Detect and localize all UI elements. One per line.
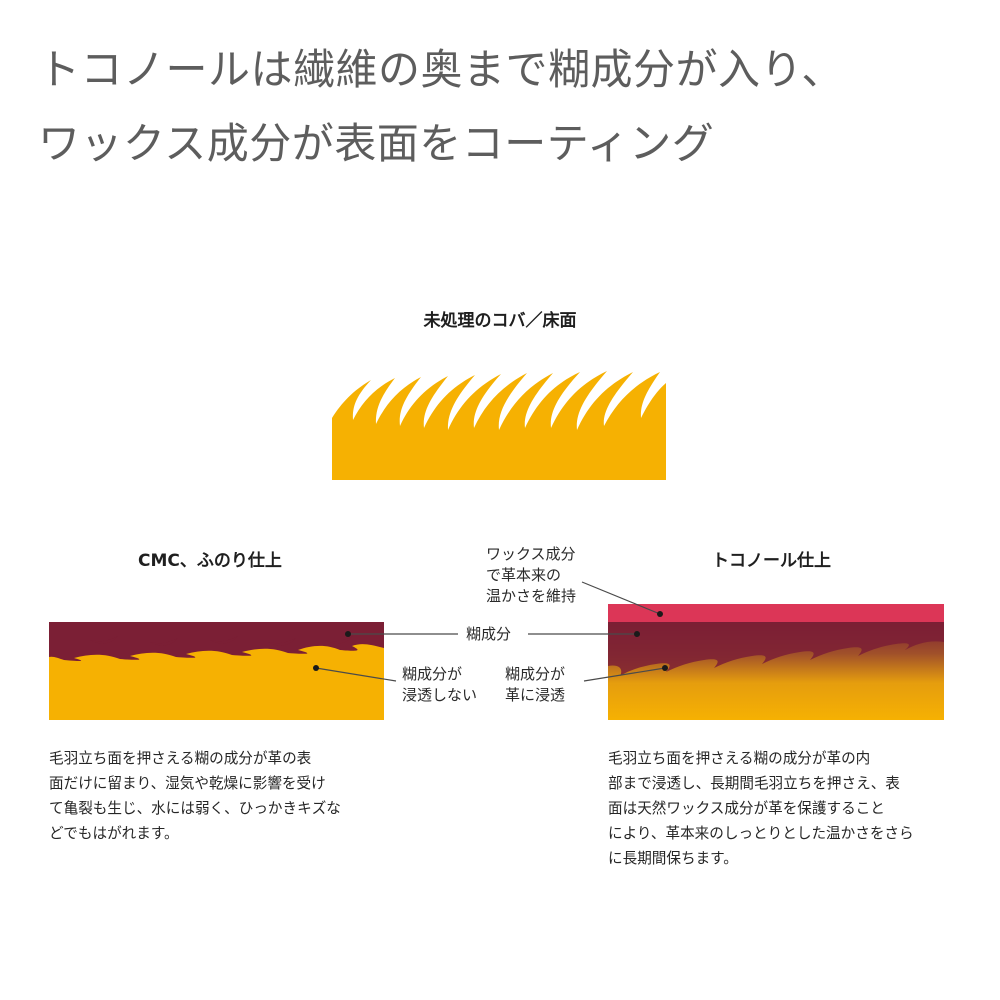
wax-callout-line: 温かさを維持 <box>486 587 577 605</box>
penetrate-callout-line: 糊成分が <box>505 665 566 683</box>
callout-dots <box>313 611 668 671</box>
wax-callout-line: で革本来の <box>486 566 562 584</box>
wax-callout-line: ワックス成分 <box>486 545 576 563</box>
tokonole-paste-fibers <box>608 622 944 676</box>
callout-leaders <box>315 581 666 682</box>
headline-line-1: トコノールは繊維の奥まで糊成分が入り、 <box>38 45 844 94</box>
cmc-description-line: て亀裂も生じ、水には弱く、ひっかきキズな <box>49 800 341 817</box>
leader-wax <box>581 581 661 615</box>
tokonole-caption: トコノール仕上 <box>712 551 831 571</box>
headline-line-2: ワックス成分が表面をコーティング <box>38 119 715 168</box>
leader-penetrate <box>583 667 666 682</box>
cmc-description-line: 面だけに留まり、湿気や乾燥に影響を受け <box>49 775 326 792</box>
penetrate-callout: 糊成分が 革に浸透 <box>505 664 565 706</box>
tokonole-description-line: 部まで浸透し、長期間毛羽立ちを押さえ、表 <box>608 775 900 792</box>
dot-cmc-paste <box>345 631 351 637</box>
dot-tok-base <box>662 665 668 671</box>
no-penetrate-callout-line: 糊成分が <box>402 665 463 683</box>
tokonole-description-line: に長期間保ちます。 <box>608 850 738 867</box>
tokonole-description-line: により、革本来のしっとりとした温かさをさら <box>608 825 914 842</box>
tokonole-cross-section <box>608 604 944 720</box>
cmc-description: 毛羽立ち面を押さえる糊の成分が革の表 面だけに留まり、湿気や乾燥に影響を受け て… <box>49 746 341 846</box>
tokonole-description: 毛羽立ち面を押さえる糊の成分が革の内 部まで浸透し、長期間毛羽立ちを押さえ、表 … <box>608 746 914 871</box>
tokonole-description-line: 毛羽立ち面を押さえる糊の成分が革の内 <box>608 750 871 767</box>
penetrate-callout-line: 革に浸透 <box>505 686 566 704</box>
no-penetrate-callout-line: 浸透しない <box>402 686 478 704</box>
tokonole-description-line: 面は天然ワックス成分が革を保護すること <box>608 800 885 817</box>
wax-callout: ワックス成分 で革本来の 温かさを維持 <box>486 544 576 607</box>
tokonole-wax-layer <box>608 604 944 622</box>
untreated-caption: 未処理のコバ／床面 <box>423 311 577 331</box>
leader-no-penetrate <box>315 667 397 682</box>
untreated-cross-section <box>332 371 666 480</box>
no-penetrate-callout: 糊成分が 浸透しない <box>402 664 477 706</box>
dot-cmc-base <box>313 665 319 671</box>
paste-callout: 糊成分 <box>466 625 512 643</box>
cmc-description-line: 毛羽立ち面を押さえる糊の成分が革の表 <box>49 750 312 767</box>
dot-tok-wax <box>657 611 663 617</box>
cmc-cross-section <box>49 622 384 720</box>
cmc-caption: CMC、ふのり仕上 <box>138 551 282 571</box>
untreated-fibers <box>332 371 666 480</box>
cmc-paste-streaks <box>90 636 353 646</box>
dot-tok-paste <box>634 631 640 637</box>
cmc-description-line: どでもはがれます。 <box>49 825 179 842</box>
